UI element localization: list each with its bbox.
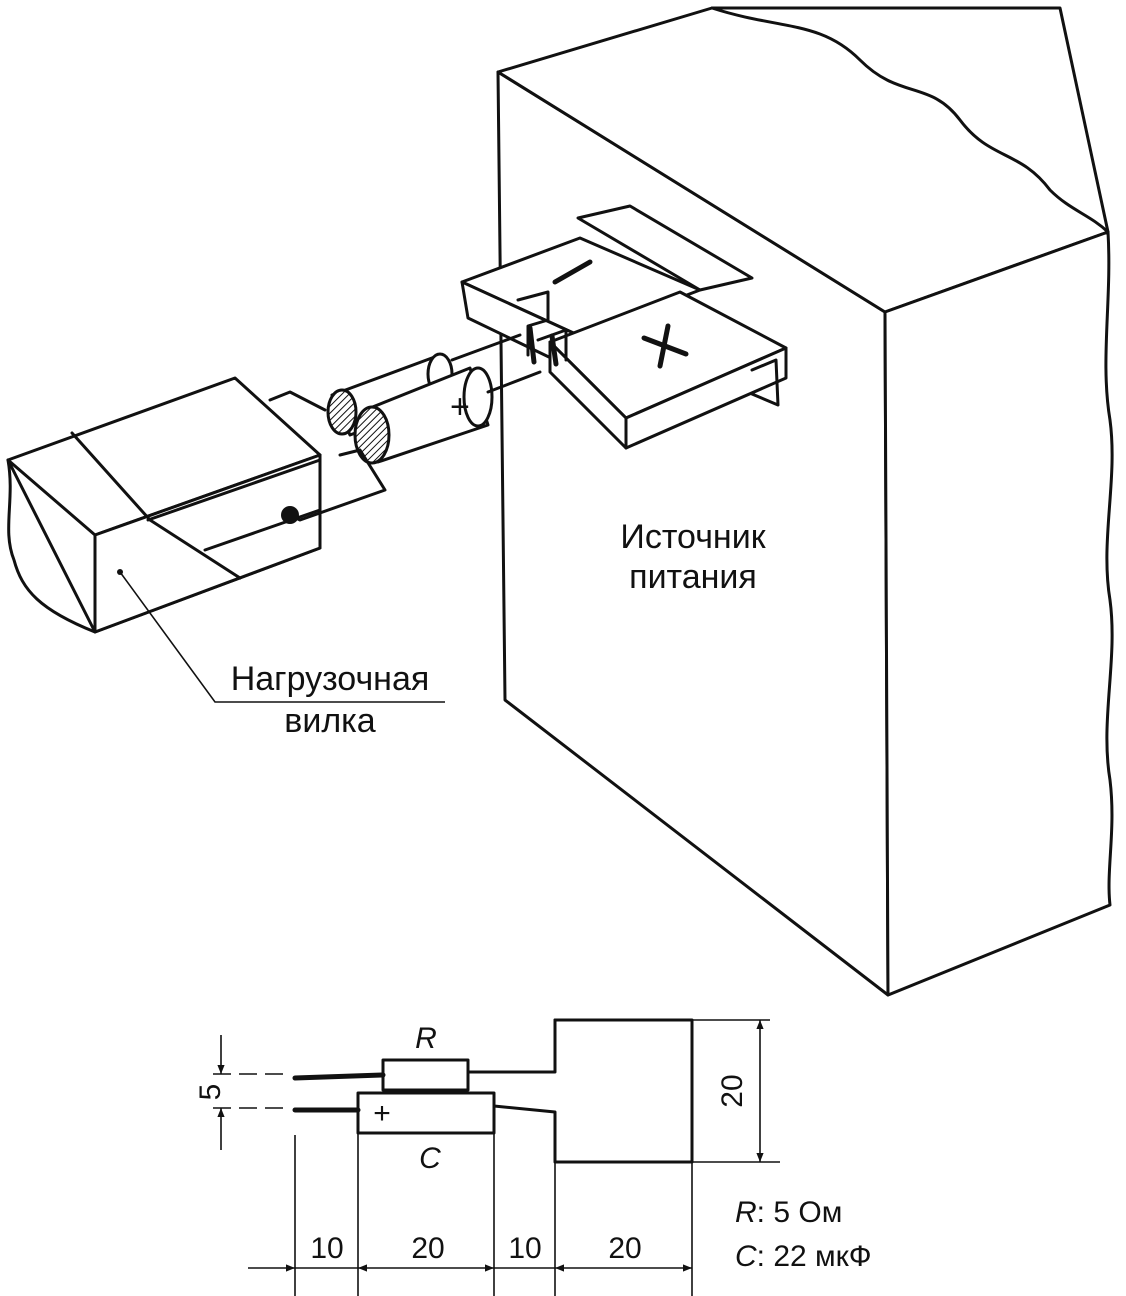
minus-terminal-sign [552, 259, 593, 285]
capacitor-3d [353, 366, 494, 465]
dim-lead-gap: 5 [194, 1084, 227, 1101]
legend-capacitor: C: 22 мкФ [735, 1240, 872, 1273]
legend-r-letter: R [735, 1196, 757, 1229]
legend-resistor: R: 5 Ом [735, 1196, 842, 1229]
capacitor-plus-sign: + [450, 388, 470, 426]
dim-segment-3: 10 [508, 1232, 541, 1265]
legend-c-letter: C [735, 1240, 757, 1273]
legend-c-value: : 22 мкФ [757, 1240, 872, 1273]
wires [268, 333, 542, 524]
dim-segment-4: 20 [608, 1232, 641, 1265]
dim-block-height: 20 [716, 1074, 749, 1107]
load-plug-body [6, 376, 322, 634]
capacitor-letter: C [419, 1142, 441, 1175]
load-plug-label-2: вилка [284, 702, 376, 740]
schematic-dimensions [213, 1019, 780, 1296]
schematic-outline [292, 1018, 694, 1164]
legend-r-value: : 5 Ом [757, 1196, 843, 1229]
capacitor-polarity-mark: + [373, 1097, 391, 1130]
power-source-label-1: Источник [620, 518, 766, 556]
socket-block [460, 204, 788, 450]
power-source-label-2: питания [629, 558, 757, 596]
dim-segment-2: 20 [411, 1232, 444, 1265]
power-source-box [496, 6, 1114, 997]
dim-segment-1: 10 [310, 1232, 343, 1265]
resistor-letter: R [415, 1022, 437, 1055]
load-plug-label-1: Нагрузочная [231, 660, 430, 698]
plus-terminal-sign [641, 323, 689, 369]
load-plug-leader [117, 569, 445, 703]
